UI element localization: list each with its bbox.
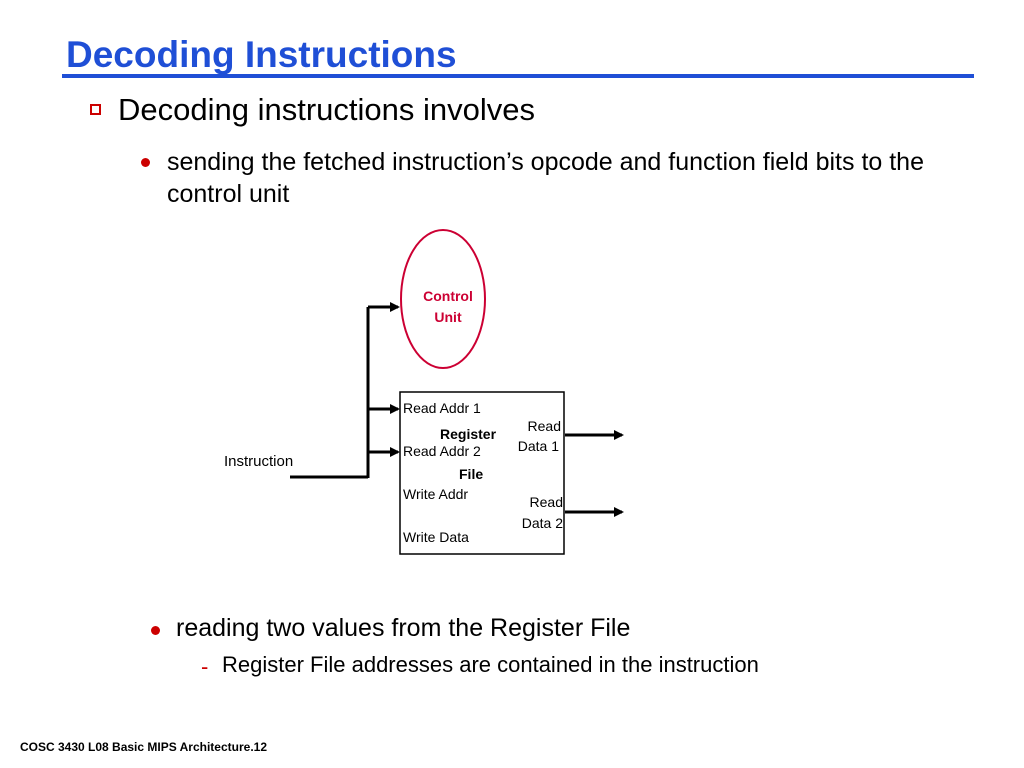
register-file-name-line2: File <box>459 466 483 482</box>
control-unit-label-line2: Unit <box>434 309 462 325</box>
control-unit-label-line1: Control <box>423 288 473 304</box>
title-underline <box>62 74 974 78</box>
write-addr-label: Write Addr <box>403 486 468 502</box>
sub-sub-bullet-addresses: Register File addresses are contained in… <box>222 652 759 677</box>
read-addr-2-label: Read Addr 2 <box>403 443 481 459</box>
square-bullet-icon <box>90 104 101 115</box>
read-data-1-label-line1: Read <box>528 418 561 434</box>
read-data-2-label-line1: Read <box>530 494 563 510</box>
round-bullet-icon <box>151 626 160 635</box>
main-bullet-text: Decoding instructions involves <box>118 92 535 127</box>
read-data-1-label-line2: Data 1 <box>518 438 559 454</box>
write-data-label: Write Data <box>403 529 469 545</box>
sub-bullet-control-unit: sending the fetched instruction’s opcode… <box>167 148 924 208</box>
round-bullet-icon <box>141 158 150 167</box>
register-file-name-line1: Register <box>440 426 497 442</box>
sub-bullet-register-file: reading two values from the Register Fil… <box>176 614 631 642</box>
read-addr-1-label: Read Addr 1 <box>403 400 481 416</box>
dash-bullet-icon: - <box>201 654 209 679</box>
instruction-label: Instruction <box>224 453 293 470</box>
read-data-2-label-line2: Data 2 <box>522 515 563 531</box>
register-file-box <box>399 391 565 555</box>
slide-footer: COSC 3430 L08 Basic MIPS Architecture.12 <box>20 740 267 754</box>
control-unit-oval <box>400 229 486 369</box>
slide-title: Decoding Instructions <box>66 34 457 75</box>
